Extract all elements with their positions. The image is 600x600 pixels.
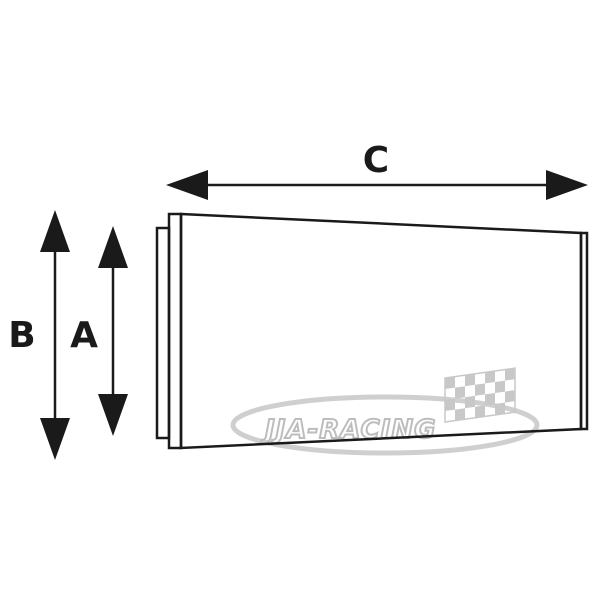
dimension-a-arrow: [98, 226, 128, 436]
dimension-a-label: A: [70, 315, 98, 356]
watermark-logo: JJA-RACING: [230, 367, 540, 456]
filter-shape: [155, 212, 589, 450]
filter-end-cap: [579, 231, 589, 431]
dimension-c-arrow: [166, 170, 588, 200]
checkered-flag-icon: [444, 367, 516, 423]
dimension-c-label: C: [363, 140, 389, 181]
dimension-b-arrow: [40, 210, 70, 460]
filter-flange-inner: [167, 212, 183, 450]
watermark-swoosh: [230, 394, 540, 456]
filter-flange-outer: [155, 226, 171, 440]
dimension-b-label: B: [8, 315, 35, 356]
